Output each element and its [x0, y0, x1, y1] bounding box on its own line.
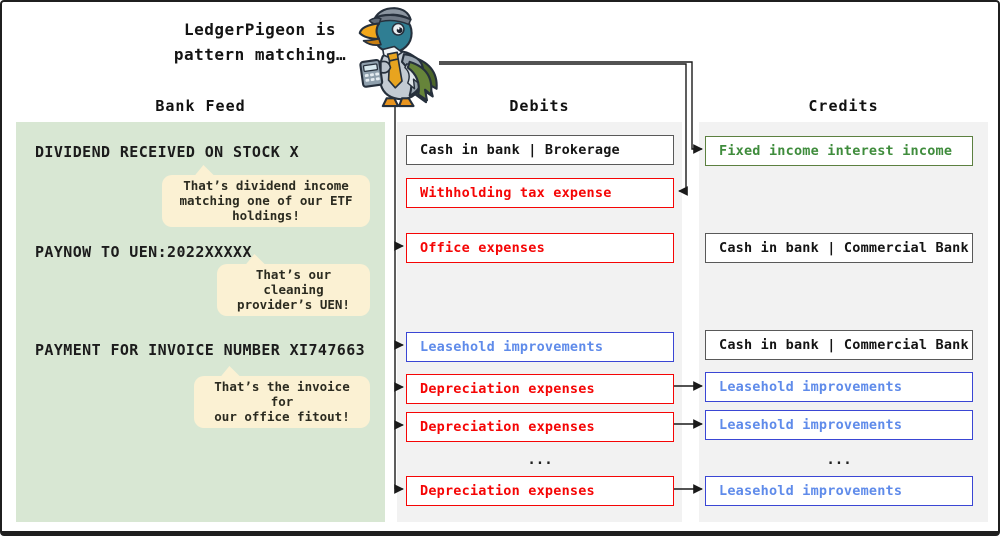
- credit-box-leasehold-3: Leasehold improvements: [705, 476, 973, 506]
- debit-label: Cash in bank | Brokerage: [420, 142, 620, 158]
- note-bubble-fitout: That’s the invoice for our office fitout…: [194, 366, 370, 429]
- credit-box-leasehold-1: Leasehold improvements: [705, 372, 973, 402]
- debit-box-office-expenses: Office expenses: [406, 233, 674, 263]
- credit-label: Leasehold improvements: [719, 379, 903, 395]
- credit-label: Leasehold improvements: [719, 483, 903, 499]
- debit-label: Office expenses: [420, 240, 545, 256]
- bubble-tail: [244, 254, 272, 266]
- debit-box-withholding-tax: Withholding tax expense: [406, 178, 674, 208]
- ledger-pigeon-mascot: [358, 7, 438, 108]
- credit-box-cash-commercial-1: Cash in bank | Commercial Bank: [705, 233, 973, 263]
- debit-label: Depreciation expenses: [420, 419, 595, 435]
- debit-label: Leasehold improvements: [420, 339, 604, 355]
- credit-label: Leasehold improvements: [719, 417, 903, 433]
- debit-label: Withholding tax expense: [420, 185, 612, 201]
- credits-panel: [699, 122, 988, 522]
- diagram-title: LedgerPigeon is pattern matching…: [173, 20, 347, 64]
- credit-box-cash-commercial-2: Cash in bank | Commercial Bank: [705, 330, 973, 360]
- credit-label: Cash in bank | Commercial Bank: [719, 337, 969, 353]
- debit-box-depreciation-3: Depreciation expenses: [406, 476, 674, 506]
- debit-box-depreciation-2: Depreciation expenses: [406, 412, 674, 442]
- bubble-tail: [219, 366, 247, 378]
- note-text: That’s the invoice for our office fitout…: [214, 379, 350, 424]
- note-bubble-dividend: That’s dividend income matching one of o…: [162, 165, 370, 228]
- credit-box-leasehold-2: Leasehold improvements: [705, 410, 973, 440]
- debit-box-leasehold-improvements: Leasehold improvements: [406, 332, 674, 362]
- credit-box-fixed-income-interest: Fixed income interest income: [705, 136, 973, 166]
- bank-feed-transaction-paynow: PAYNOW TO UEN:2022XXXXX: [35, 243, 252, 261]
- note-bubble-uen: That’s our cleaning provider’s UEN!: [217, 254, 370, 317]
- credit-label: Fixed income interest income: [719, 143, 953, 159]
- bank-feed-transaction-dividend: DIVIDEND RECEIVED ON STOCK X: [35, 143, 300, 161]
- credits-ellipsis: ...: [826, 452, 852, 468]
- debits-ellipsis: ...: [527, 452, 553, 468]
- debit-label: Depreciation expenses: [420, 381, 595, 397]
- credits-header: Credits: [808, 97, 879, 115]
- note-text: That’s dividend income matching one of o…: [179, 178, 353, 223]
- debit-label: Depreciation expenses: [420, 483, 595, 499]
- bank-feed-transaction-invoice: PAYMENT FOR INVOICE NUMBER XI747663: [35, 341, 366, 359]
- note-text: That’s our cleaning provider’s UEN!: [237, 267, 350, 312]
- calculator-icon: [359, 59, 384, 88]
- credit-label: Cash in bank | Commercial Bank: [719, 240, 969, 256]
- bank-feed-header: Bank Feed: [155, 97, 246, 115]
- bubble-tail: [193, 165, 221, 177]
- debit-box-cash-brokerage: Cash in bank | Brokerage: [406, 135, 674, 165]
- debit-box-depreciation-1: Depreciation expenses: [406, 374, 674, 404]
